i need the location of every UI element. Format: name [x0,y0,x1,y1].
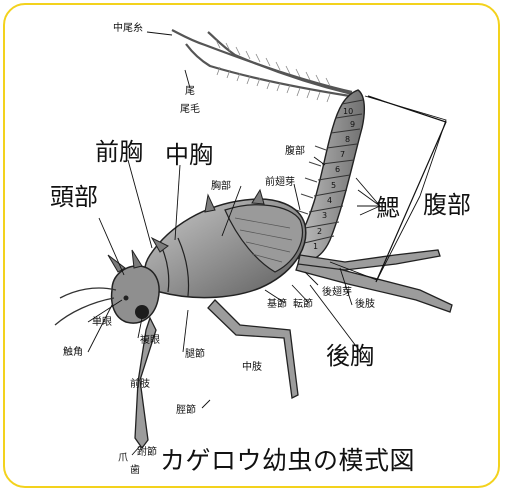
segment-number: 5 [331,182,336,190]
figure-title: カゲロウ幼虫の模式図 [160,448,415,473]
label-metathorax: 後胸 [326,344,374,368]
label-forewing-bud: 前翅芽 [265,178,295,188]
segment-number: 6 [335,166,340,174]
label-tail: 尾 [185,87,195,97]
label-trochanter: 転節 [293,300,313,310]
segment-number: 9 [350,121,355,129]
label-hindleg: 後肢 [355,300,375,310]
compound-eye [135,305,149,319]
label-claw: 爪 [118,454,128,464]
cerci [172,30,352,96]
label-compound-eye: 複眼 [140,336,160,346]
label-cerci: 尾毛 [180,105,200,115]
label-coxa: 基節 [267,300,287,310]
label-tooth: 歯 [130,466,140,476]
label-mesothorax: 中胸 [165,143,213,167]
label-head: 頭部 [50,185,98,209]
label-hindwing-bud: 後翅芽 [322,288,352,298]
label-tarsus: 跗節 [137,448,157,458]
segment-number: 10 [343,108,353,116]
segment-number: 8 [345,136,350,144]
segment-number: 3 [322,212,327,220]
label-thorax-small: 胸部 [211,182,231,192]
label-gills: 鰓 [376,196,400,220]
segment-number: 1 [313,243,318,251]
label-abdomen: 腹部 [423,193,471,217]
label-foreleg: 前肢 [130,380,150,390]
label-prothorax: 前胸 [95,140,143,164]
label-femur: 腿節 [185,350,205,360]
head-shape [112,266,160,323]
segment-number: 7 [340,151,345,159]
segment-number: 2 [317,228,322,236]
label-median-filament: 中尾糸 [113,24,143,34]
label-abdomen-small: 腹部 [285,147,305,157]
label-midleg: 中肢 [242,363,262,373]
segment-number: 4 [327,197,332,205]
label-antenna: 触角 [63,348,83,358]
label-ocellus: 単眼 [92,318,112,328]
label-tibia: 脛節 [176,406,196,416]
ocellus [124,296,129,301]
